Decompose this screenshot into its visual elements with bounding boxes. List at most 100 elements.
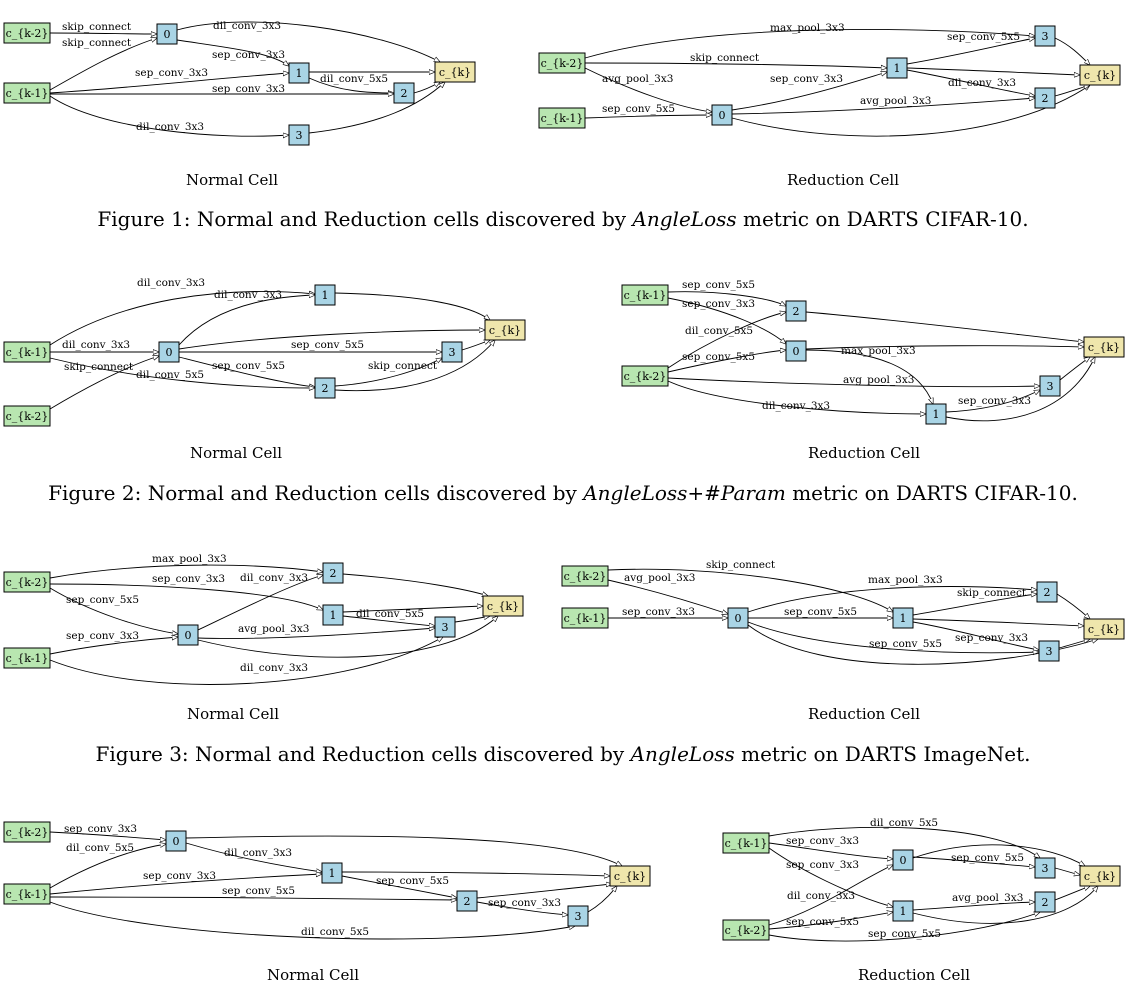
edge-n1-to-out <box>341 871 610 876</box>
node-input-k1: c_{k-1} <box>3 647 51 669</box>
node-label: 1 <box>933 408 940 421</box>
node-box <box>322 562 344 584</box>
edge-n0-to-out <box>185 835 622 866</box>
node-intermediate-n0: 0 <box>711 104 733 126</box>
node-output-out: c_{k} <box>1083 336 1125 358</box>
node-label: c_{k-1} <box>564 612 607 625</box>
node-intermediate-n2: 2 <box>785 300 807 322</box>
edge-op-label: avg_pool_3x3 <box>860 95 931 107</box>
reduction-cell-title: Reduction Cell <box>808 705 920 723</box>
edge-n1-to-out <box>945 357 1095 422</box>
node-box <box>886 57 908 79</box>
node-output-out: c_{k} <box>1083 618 1125 640</box>
edge-op-label: sep_conv_5x5 <box>784 606 857 618</box>
node-input-k2: c_{k-2} <box>538 52 586 74</box>
edge-n0-to-n1 <box>185 842 322 872</box>
edge-n0-to-n3 <box>197 628 435 639</box>
node-output-out: c_{k} <box>484 319 526 341</box>
caption-suffix: metric on DARTS CIFAR-10. <box>737 207 1029 231</box>
edge-op-label: skip_connect <box>368 360 438 372</box>
edge-k1-to-n0 <box>667 297 786 344</box>
edge-k2-to-n2 <box>768 912 1040 942</box>
node-input-k1: c_{k-1} <box>722 832 770 854</box>
caption-suffix: metric on DARTS CIFAR-10. <box>786 481 1078 505</box>
edge-op-label: sep_conv_5x5 <box>869 638 942 650</box>
node-box <box>711 104 733 126</box>
edge-n2-to-n3 <box>334 358 442 387</box>
edge-op-label: dil_conv_3x3 <box>213 20 281 32</box>
edge-n2-to-out <box>334 340 495 392</box>
node-label: c_{k} <box>1084 69 1116 82</box>
node-box <box>314 377 336 399</box>
edge-k1-to-n1 <box>768 847 893 907</box>
node-label: 3 <box>1046 645 1053 658</box>
edge-op-label: sep_conv_5x5 <box>947 31 1020 43</box>
edge-k2-to-n1 <box>607 568 893 612</box>
node-label: 3 <box>296 129 303 142</box>
edge-n0-to-n1 <box>178 295 315 346</box>
edge-n0-to-out <box>912 844 1085 866</box>
edge-n1-to-n2 <box>341 875 457 898</box>
node-box <box>322 604 344 626</box>
edge-op-label: sep_conv_3x3 <box>622 606 695 618</box>
node-intermediate-n3: 3 <box>567 905 589 927</box>
figure-caption: Figure 1: Normal and Reduction cells dis… <box>97 207 1028 231</box>
edge-n3-to-out <box>308 82 445 134</box>
edge-n2-to-out <box>413 82 440 94</box>
node-box <box>1083 336 1125 358</box>
node-input-k2: c_{k-2} <box>3 571 51 593</box>
node-box <box>441 341 463 363</box>
edge-k2-to-n0 <box>49 587 178 634</box>
node-box <box>925 403 947 425</box>
node-intermediate-n3: 3 <box>441 341 463 363</box>
edge-op-label: sep_conv_5x5 <box>602 103 675 115</box>
caption-metric: AngleLoss <box>629 742 735 766</box>
node-label: c_{k-2} <box>564 570 607 583</box>
caption-prefix: Figure 2: Normal and Reduction cells dis… <box>48 481 583 505</box>
edge-k1-to-n1 <box>49 874 322 895</box>
edge-n0-to-n1 <box>731 72 887 111</box>
edge-n0-to-n2 <box>197 575 323 631</box>
edge-op-label: sep_conv_5x5 <box>222 885 295 897</box>
node-label: c_{k} <box>487 600 519 613</box>
node-box <box>561 565 609 587</box>
node-intermediate-n1: 1 <box>288 62 310 84</box>
node-box <box>434 61 476 83</box>
edge-op-label: sep_conv_3x3 <box>770 73 843 85</box>
normal-cell-title: Normal Cell <box>187 705 279 723</box>
edge-op-label: max_pool_3x3 <box>841 345 916 357</box>
edge-n1-to-n3 <box>945 390 1040 413</box>
node-box <box>321 862 343 884</box>
edge-op-label: sep_conv_3x3 <box>955 632 1028 644</box>
node-box <box>1039 375 1061 397</box>
edge-op-label: dil_conv_5x5 <box>870 817 938 829</box>
figure-caption: Figure 3: Normal and Reduction cells dis… <box>96 742 1031 766</box>
node-intermediate-n1: 1 <box>322 604 344 626</box>
node-box <box>1038 640 1060 662</box>
node-label: c_{k-1} <box>624 289 667 302</box>
node-label: 1 <box>894 62 901 75</box>
node-intermediate-n3: 3 <box>434 616 456 638</box>
node-label: c_{k} <box>489 324 521 337</box>
node-box <box>3 647 51 669</box>
edge-op-label: skip_connect <box>62 21 132 33</box>
node-label: 1 <box>329 867 336 880</box>
node-intermediate-n1: 1 <box>892 607 914 629</box>
node-input-k1: c_{k-1} <box>561 607 609 629</box>
node-box <box>3 22 51 44</box>
node-box <box>727 607 749 629</box>
node-box <box>609 865 651 887</box>
node-label: c_{k-2} <box>6 410 49 423</box>
edge-k2-to-n2 <box>49 564 323 579</box>
node-box <box>538 107 586 129</box>
node-label: 3 <box>449 346 456 359</box>
normal-cell-title: Normal Cell <box>186 171 278 189</box>
node-label: 1 <box>322 289 329 302</box>
caption-prefix: Figure 1: Normal and Reduction cells dis… <box>97 207 632 231</box>
edge-n3-to-out <box>461 340 490 351</box>
node-input-k1: c_{k-1} <box>3 82 51 104</box>
node-label: c_{k-2} <box>6 826 49 839</box>
node-input-k1: c_{k-1} <box>538 107 586 129</box>
node-label: c_{k-1} <box>541 112 584 125</box>
edge-op-label: skip_connect <box>62 37 132 49</box>
